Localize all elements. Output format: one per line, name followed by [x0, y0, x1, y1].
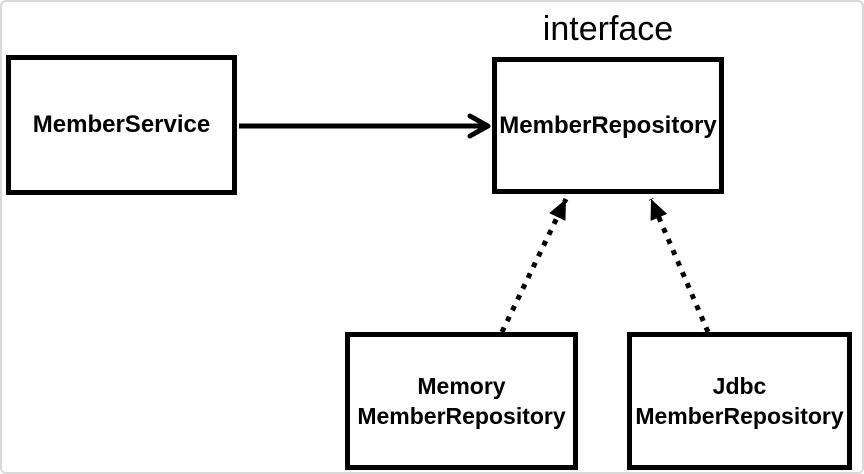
node-member-repository: MemberRepository: [492, 57, 724, 194]
node-memory-member-repository-label-line1: Memory: [417, 373, 506, 399]
edge-jdbcmemberrepository-implements-memberrepository: [648, 198, 711, 333]
edge-memorymemberrepository-implements-memberrepository: [499, 197, 569, 334]
node-jdbc-member-repository-label-line1: Jdbc: [712, 373, 767, 399]
node-member-service-label: MemberService: [32, 111, 211, 138]
node-memory-member-repository-label-line2: MemberRepository: [357, 403, 566, 429]
node-jdbc-member-repository-label-line2: MemberRepository: [635, 403, 844, 429]
node-member-repository-label: MemberRepository: [499, 111, 717, 139]
node-memory-member-repository: Memory MemberRepository: [345, 332, 578, 470]
node-jdbc-member-repository: Jdbc MemberRepository: [627, 332, 852, 470]
interface-stereotype-label: interface: [542, 10, 674, 48]
node-member-service: MemberService: [6, 55, 237, 195]
